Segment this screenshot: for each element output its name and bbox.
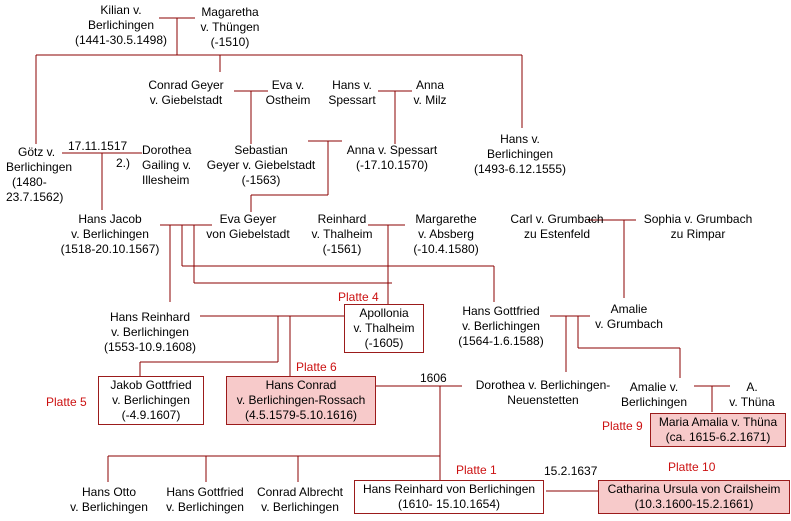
person-hans-v-berlichingen: Hans v. Berlichingen (1493-6.12.1555) — [473, 132, 567, 176]
person-conrad-albrecht: Conrad Albrecht v. Berlichingen — [256, 485, 344, 514]
person-eva-geyer: Eva Geyer von Giebelstadt — [206, 212, 290, 241]
person-anna-v-milz: Anna v. Milz — [413, 78, 447, 107]
plate-label-1: Platte 1 — [456, 463, 497, 477]
person-a-v-thuena: A. v. Thüna — [729, 380, 775, 409]
person-conrad-geyer: Conrad Geyer v. Giebelstadt — [148, 78, 224, 107]
person-goetz-v-berlichingen: Götz v. Berlichingen (1480- 23.7.1562) — [6, 145, 73, 204]
person-hans-gottfried: Hans Gottfried v. Berlichingen (1564-1.6… — [458, 304, 544, 348]
person-amalie-v-grumbach: Amalie v. Grumbach — [595, 302, 663, 331]
person-anna-v-spessart: Anna v. Spessart (-17.10.1570) — [346, 143, 438, 172]
marriage-date-1606: 1606 — [420, 371, 447, 385]
marriage-date-goetz-dorothea: 17.11.1517 — [68, 139, 128, 153]
person-margarethe-v-absberg: Margarethe v. Absberg (-10.4.1580) — [413, 212, 479, 256]
person-hans-v-spessart: Hans v. Spessart — [328, 78, 376, 107]
person-hans-gottfried-junior: Hans Gottfried v. Berlichingen — [166, 485, 244, 514]
person-dorothea-v-berlichingen-neuenstetten: Dorothea v. Berlichingen- Neuenstetten — [475, 378, 611, 407]
person-hans-reinhard: Hans Reinhard v. Berlichingen (1553-10.9… — [103, 310, 197, 354]
plate-label-9: Platte 9 — [602, 419, 643, 433]
plate-label-6: Platte 6 — [296, 360, 337, 374]
person-sebastian-geyer: Sebastian Geyer v. Giebelstadt (-1563) — [206, 143, 316, 187]
person-catharina-ursula-v-crailsheim: Catharina Ursula von Crailsheim (10.3.16… — [598, 480, 790, 514]
person-apollonia-v-thalheim: Apollonia v. Thalheim (-1605) — [344, 304, 424, 353]
person-hans-otto: Hans Otto v. Berlichingen — [70, 485, 148, 514]
person-eva-v-ostheim: Eva v. Ostheim — [265, 78, 311, 107]
plate-label-4: Platte 4 — [338, 290, 379, 304]
person-carl-v-grumbach: Carl v. Grumbach zu Estenfeld — [510, 212, 604, 241]
person-sophia-v-grumbach: Sophia v. Grumbach zu Rimpar — [643, 212, 753, 241]
person-hans-jacob: Hans Jacob v. Berlichingen (1518-20.10.1… — [60, 212, 160, 256]
marriage-order-goetz-dorothea: 2.) — [116, 156, 131, 170]
person-jakob-gottfried: Jakob Gottfried v. Berlichingen (-4.9.16… — [98, 376, 204, 425]
person-hans-reinhard-1610: Hans Reinhard von Berlichingen (1610- 15… — [354, 480, 544, 514]
plate-label-10: Platte 10 — [668, 460, 716, 474]
person-reinhard-v-thalheim: Reinhard v. Thalheim (-1561) — [311, 212, 373, 256]
person-hans-conrad: Hans Conrad v. Berlichingen-Rossach (4.5… — [226, 376, 376, 425]
person-amalie-v-berlichingen: Amalie v. Berlichingen — [620, 380, 688, 409]
marriage-date-1637: 15.2.1637 — [544, 464, 598, 478]
person-dorothea-gailing: Dorothea Gailing v. Illesheim — [142, 143, 192, 187]
person-kilian-v-berlichingen: Kilian v. Berlichingen (1441-30.5.1498) — [74, 3, 168, 47]
person-margaretha-v-thuengen: Magaretha v. Thüngen (-1510) — [200, 5, 260, 49]
plate-label-5: Platte 5 — [46, 395, 87, 409]
person-maria-amalia-v-thuena: Maria Amalia v. Thüna (ca. 1615-6.2.1671… — [650, 413, 786, 447]
